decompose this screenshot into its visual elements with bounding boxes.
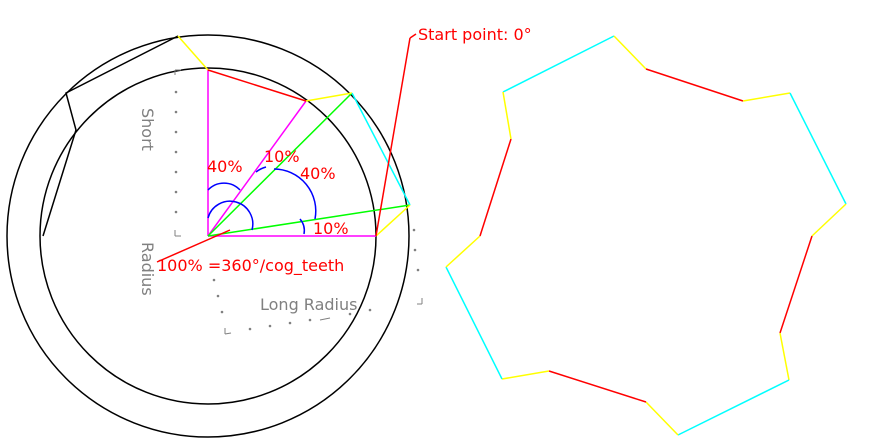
percent-10-bottom-label: 10%	[313, 219, 349, 238]
arc-10-bottom	[299, 218, 306, 235]
cyan-edge	[351, 92, 411, 206]
magenta-diagonal-radius	[207, 100, 307, 237]
yellow-top-edge	[177, 35, 209, 71]
arc-10-top	[255, 166, 267, 173]
red-top-edge	[207, 69, 307, 102]
hundred-percent-label: 100% =360°/cog_teeth	[157, 256, 344, 276]
start-point-leader-tick	[409, 33, 417, 39]
arc-40-mid	[273, 168, 317, 220]
black-tooth-outline	[42, 35, 179, 237]
percent-10-top-label: 10%	[264, 147, 300, 166]
percent-40-top-label: 40%	[207, 157, 243, 176]
hundred-percent-leader	[156, 229, 231, 263]
start-point-label: Start point: 0°	[418, 25, 532, 44]
arc-100-percent	[207, 200, 254, 231]
long-radius-label: Long Radius	[260, 295, 357, 314]
construction-diagram: Start point: 0° 100% =360°/cog_teeth 40%…	[6, 25, 532, 438]
start-point-leader	[375, 37, 411, 237]
green-upper-radius	[207, 92, 353, 237]
yellow-lower-edge	[375, 204, 411, 237]
percent-40-mid-label: 40%	[300, 164, 336, 183]
cog-outline	[445, 35, 847, 436]
outer-circle	[6, 34, 410, 438]
arc-40-top	[207, 182, 241, 191]
short-label: Short	[138, 108, 157, 151]
radius-label: Radius	[138, 242, 157, 296]
long-radius-dimension	[212, 228, 423, 335]
green-lower-radius	[207, 204, 411, 237]
yellow-mid-edge	[305, 92, 353, 102]
short-radius-dimension	[174, 69, 181, 237]
